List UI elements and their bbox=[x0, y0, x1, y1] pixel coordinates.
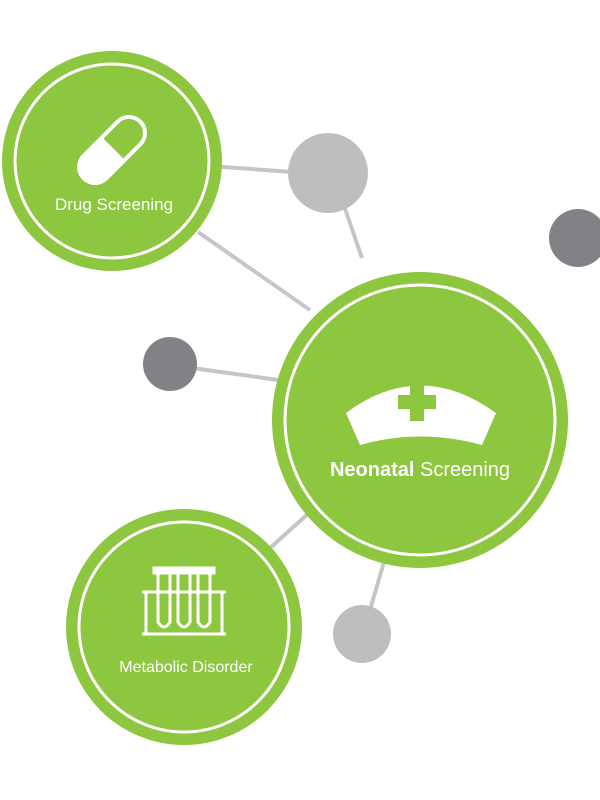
connector-left-dot-to-neonatal bbox=[191, 366, 279, 382]
node-neonatal-ring bbox=[283, 283, 557, 557]
neonatal-screening-label: Neonatal Screening bbox=[330, 459, 510, 481]
node-metabolic-disorder: Metabolic Disorder bbox=[66, 509, 302, 745]
connector-drug-to-top-dot bbox=[209, 164, 293, 174]
drug-screening-label: Drug Screening bbox=[55, 195, 173, 214]
connector-neonatal-to-bottom-dot bbox=[368, 561, 386, 611]
connector-neonatal-to-metabolic bbox=[268, 510, 312, 550]
node-drug-screening: Drug Screening bbox=[2, 51, 222, 271]
satellite-dot-top bbox=[288, 133, 368, 213]
test-tubes-icon bbox=[142, 566, 226, 636]
medical-cross-icon bbox=[398, 383, 436, 421]
nurse-cap-icon bbox=[346, 383, 496, 445]
node-drug-ring bbox=[13, 62, 211, 260]
connectors bbox=[191, 164, 386, 611]
pill-capsule-icon bbox=[77, 115, 147, 185]
node-neonatal-screening: Neonatal Screening bbox=[272, 272, 568, 568]
neonatal-label-rest: Screening bbox=[414, 459, 510, 481]
node-metabolic-ring bbox=[77, 520, 291, 734]
satellite-dot-right bbox=[549, 209, 600, 267]
connector-top-dot-to-neonatal bbox=[340, 199, 364, 259]
satellite-dot-left bbox=[143, 337, 197, 391]
metabolic-disorder-label: Metabolic Disorder bbox=[119, 659, 253, 676]
neonatal-label-bold: Neonatal bbox=[330, 459, 414, 481]
satellite-dot-bottom bbox=[333, 605, 391, 663]
connector-drug-to-neonatal bbox=[196, 230, 312, 312]
